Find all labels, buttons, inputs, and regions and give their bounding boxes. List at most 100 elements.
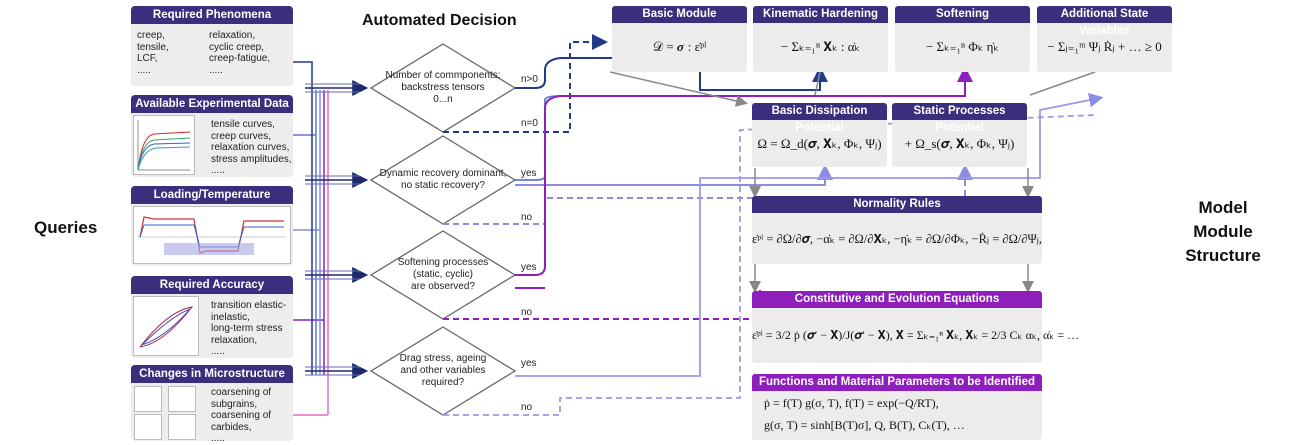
phenomena-item: .....	[209, 64, 223, 76]
query-microstructure: Changes in Microstructure coarsening of …	[131, 365, 293, 444]
edge-label-yes-4: yes	[521, 358, 537, 369]
decision-line: are observed?	[411, 281, 475, 292]
microstructure-image	[134, 414, 162, 440]
accuracy-item: relaxation,	[211, 334, 258, 346]
module-kinematic-hardening: Kinematic Hardening − Σₖ₌₁ⁿ 𝐗ₖ : α̇ₖ	[753, 6, 888, 72]
phenomena-col1: creep, tensile, LCF, .....	[137, 30, 169, 76]
module-additional-state-variables: Additional State Variables − Σⱼ₌₁ᵐ Ψⱼ Ṙⱼ…	[1037, 6, 1172, 72]
right-label-line: Structure	[1185, 246, 1261, 265]
experimental-data-item: creep curves,	[211, 130, 272, 142]
module-formula: − Σₖ₌₁ⁿ 𝐗ₖ : α̇ₖ	[780, 39, 861, 54]
query-title: Required Phenomena	[131, 6, 293, 24]
phenomena-col2: relaxation, cyclic creep, creep-fatigue,…	[209, 30, 270, 76]
phenomena-item: LCF,	[137, 53, 158, 64]
decision-text-2: Dynamic recovery dominant, no static rec…	[378, 168, 508, 192]
query-loading-regimes: Loading/Temperature Regimes	[131, 186, 293, 266]
accuracy-item: long-term stress	[211, 323, 283, 334]
module-title: Kinematic Hardening	[753, 6, 888, 23]
query-title: Available Experimental Data	[131, 95, 293, 113]
module-formula: Ω = Ω_d(𝝈, 𝐗ₖ, Φₖ, Ψⱼ)	[757, 136, 882, 151]
decision-line: required?	[421, 377, 465, 388]
edge-label-yes-1: n>0	[521, 74, 538, 85]
query-title: Changes in Microstructure	[131, 365, 293, 383]
module-title: Softening	[895, 6, 1030, 23]
module-formula: ε̇ᵖˡ = ∂Ω/∂𝝈, −α̇ₖ = ∂Ω/∂𝐗ₖ, −η̇ₖ = ∂Ω/∂…	[752, 232, 1043, 246]
hysteresis-thumbnail	[133, 296, 199, 356]
module-title: Basic Dissipation Potential	[752, 103, 887, 134]
edge-label-yes-3: yes	[521, 262, 537, 273]
phenomena-item: .....	[137, 64, 151, 76]
accuracy-item: transition elastic-	[211, 300, 287, 311]
experimental-data-item: .....	[211, 165, 225, 176]
module-title: Functions and Material Parameters to be …	[752, 374, 1042, 391]
decision-line: 0...n	[433, 94, 453, 105]
phenomena-item: relaxation,	[209, 30, 256, 41]
module-constitutive-equations: Constitutive and Evolution Equations ε̇ᵖ…	[752, 291, 1080, 363]
decision-line: Drag stress, ageing	[399, 353, 487, 364]
microstructure-list: coarsening of subgrains, coarsening of c…	[211, 387, 271, 445]
loading-regime-thumbnail	[133, 206, 291, 264]
diagram-title: Automated Decision	[362, 12, 517, 29]
model-module-structure-label: Model Module Structure	[1183, 196, 1263, 268]
decision-line: backstress tensors	[401, 82, 485, 93]
decision-line: and other variables	[400, 365, 486, 376]
experimental-data-item: stress amplitudes,	[211, 153, 292, 165]
module-title: Constitutive and Evolution Equations	[752, 291, 1042, 308]
query-required-phenomena: Required Phenomena creep, tensile, LCF, …	[131, 6, 293, 86]
decision-line: Dynamic recovery dominant,	[379, 168, 507, 179]
edge-label-no-1: n=0	[521, 118, 538, 129]
decision-line: (static, cyclic)	[413, 269, 473, 280]
module-title: Basic Module	[612, 6, 747, 23]
microstructure-item: coarsening of	[211, 410, 272, 421]
microstructure-item: carbides,	[211, 421, 252, 433]
phenomena-item: cyclic creep,	[209, 41, 265, 53]
module-static-potential: Static Processes Potential + Ω_s(𝝈, 𝐗ₖ, …	[892, 103, 1027, 167]
right-label-line: Module	[1193, 222, 1253, 241]
module-formula-2: g(σ, T) = sinh[B(T)σ], Q, B(T), Cₖ(T), …	[764, 418, 965, 432]
decision-line: Number of commponents:	[385, 70, 501, 81]
module-formula: + Ω_s(𝝈, 𝐗ₖ, Φₖ, Ψⱼ)	[904, 136, 1015, 151]
accuracy-item: inelastic,	[211, 311, 250, 323]
edge-label-yes-2: yes	[521, 168, 537, 179]
module-formula: − Σⱼ₌₁ᵐ Ψⱼ Ṙⱼ + … ≥ 0	[1047, 39, 1162, 54]
decision-line: no static recovery?	[401, 180, 485, 191]
edge-label-no-3: no	[521, 307, 533, 318]
microstructure-item: subgrains,	[211, 398, 258, 410]
query-title: Required Accuracy	[131, 276, 293, 294]
module-title: Additional State Variables	[1037, 6, 1172, 37]
module-formula: 𝒟 = 𝝈 : ε̇ᵖˡ	[652, 39, 707, 54]
edge-label-no-4: no	[521, 402, 533, 413]
experimental-data-item: relaxation curves,	[211, 142, 290, 153]
accuracy-item: .....	[211, 346, 225, 357]
module-functions-parameters: Functions and Material Parameters to be …	[752, 374, 1042, 440]
module-formula: − Σₖ₌₁ⁿ Φₖ η̇ₖ	[925, 39, 1000, 54]
queries-label: Queries	[34, 218, 98, 237]
microstructure-image	[168, 414, 196, 440]
decision-line: Softening processes	[397, 257, 489, 268]
module-formula: ε̇ᵖˡ = 3/2 ṗ (𝝈′ − 𝐗)/J(𝝈′ − 𝐗), 𝐗 = Σₖ₌…	[752, 328, 1080, 342]
module-softening: Softening − Σₖ₌₁ⁿ Φₖ η̇ₖ	[895, 6, 1030, 72]
query-title: Loading/Temperature Regimes	[131, 186, 293, 219]
module-normality-rules: Normality Rules ε̇ᵖˡ = ∂Ω/∂𝝈, −α̇ₖ = ∂Ω/…	[752, 196, 1042, 264]
module-dissipation-potential: Basic Dissipation Potential Ω = Ω_d(𝝈, 𝐗…	[752, 103, 887, 167]
experimental-data-item: tensile curves,	[211, 119, 275, 130]
tensile-curve-thumbnail	[133, 115, 195, 175]
decision-text-1: Number of commponents: backstress tensor…	[380, 70, 506, 106]
query-experimental-data: Available Experimental Data tensile curv…	[131, 95, 293, 177]
accuracy-list: transition elastic- inelastic, long-term…	[211, 300, 286, 358]
module-title: Normality Rules	[752, 196, 1042, 213]
decision-text-3: Softening processes (static, cyclic) are…	[380, 257, 506, 293]
module-basic: Basic Module 𝒟 = 𝝈 : ε̇ᵖˡ	[612, 6, 747, 72]
edge-label-no-2: no	[521, 212, 533, 223]
module-title: Static Processes Potential	[892, 103, 1027, 134]
experimental-data-list: tensile curves, creep curves, relaxation…	[211, 119, 292, 177]
phenomena-item: tensile,	[137, 41, 169, 53]
microstructure-item: coarsening of	[211, 387, 272, 398]
phenomena-item: creep-fatigue,	[209, 53, 271, 64]
decision-text-4: Drag stress, ageing and other variables …	[380, 353, 506, 389]
phenomena-item: creep,	[137, 30, 165, 41]
query-required-accuracy: Required Accuracy transition elastic- in…	[131, 276, 293, 358]
microstructure-image	[168, 386, 196, 412]
microstructure-image	[134, 386, 162, 412]
